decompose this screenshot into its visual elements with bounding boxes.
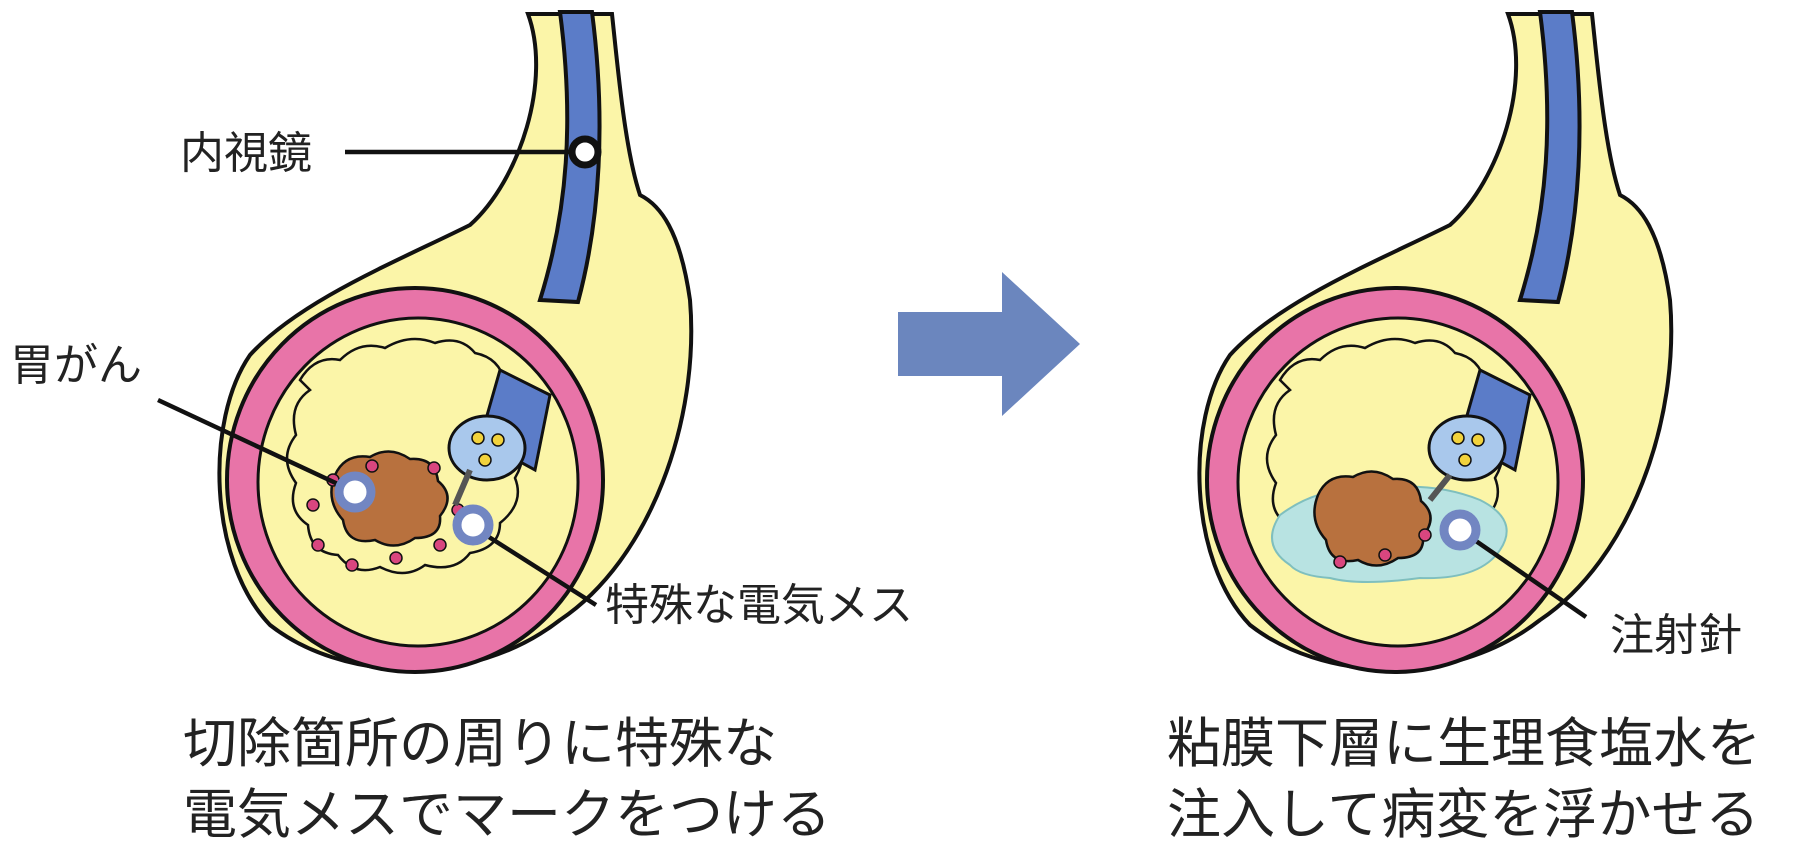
electric-knife-label: 特殊な電気メス	[605, 580, 913, 631]
right-caption-line1: 粘膜下層に生理食塩水を	[1167, 712, 1761, 775]
stomach-cancer-label: 胃がん	[10, 340, 142, 391]
needle-marker	[1444, 514, 1476, 546]
cancer-marker	[339, 476, 371, 508]
right-caption-line2: 注入して病変を浮かせる	[1167, 783, 1759, 846]
left-caption-line1: 切除箇所の周りに特殊な	[183, 712, 777, 775]
endoscope-label: 内視鏡	[180, 128, 312, 179]
step-arrow	[898, 272, 1080, 416]
right-panel: 注射針 粘膜下層に生理食塩水を 注入して病変を浮かせる	[1167, 12, 1761, 846]
injection-needle-label: 注射針	[1610, 610, 1742, 661]
endoscope-marker	[572, 139, 598, 165]
left-caption-line2: 電気メスでマークをつける	[183, 783, 831, 846]
left-panel: 内視鏡 胃がん 特殊な電気メス 切除箇所の周りに特殊な 電気メスでマークをつける	[10, 12, 913, 846]
right-lesion	[1314, 471, 1430, 565]
knife-marker	[457, 509, 489, 541]
